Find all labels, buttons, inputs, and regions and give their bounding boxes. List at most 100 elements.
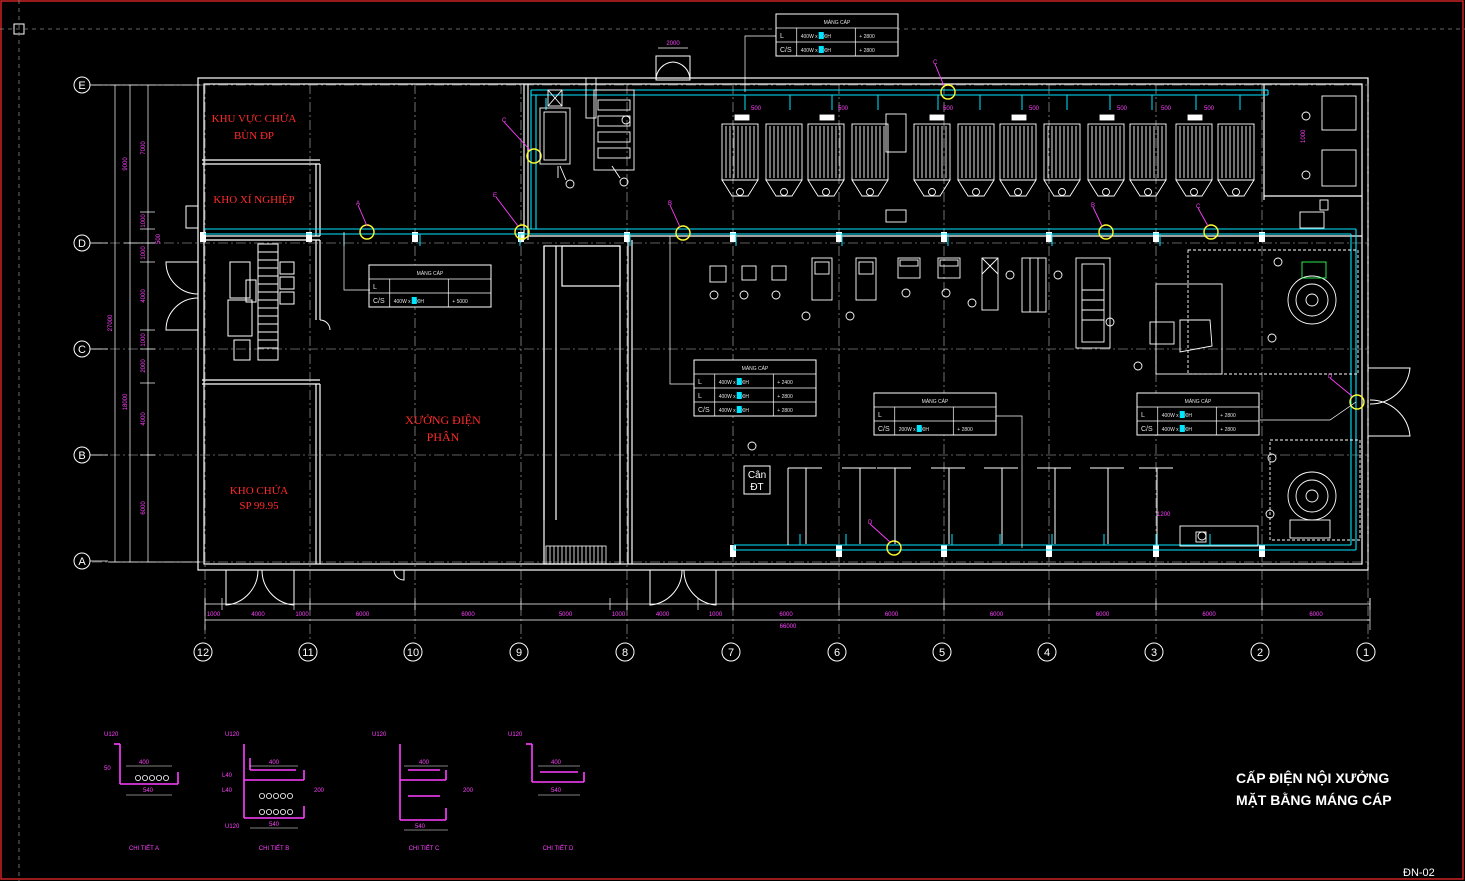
schedule-title: MÁNG CÁP — [742, 365, 769, 372]
svg-text:18000: 18000 — [123, 393, 129, 410]
schedule-title: MÁNG CÁP — [922, 398, 949, 405]
tank-hopper — [1217, 179, 1255, 197]
tank — [913, 123, 951, 181]
section-marker-label: C — [933, 60, 938, 66]
schedule-marker — [1179, 411, 1185, 418]
schedule-type: C/S — [698, 407, 710, 414]
tray-dimension-label: 500 — [1161, 106, 1172, 112]
column-bubble-label: 10 — [407, 647, 419, 659]
bottom-dim-label: 4000 — [251, 612, 265, 618]
schedule-elevation: + 5000 — [452, 299, 468, 305]
tank-tag — [1102, 188, 1110, 196]
left-dimensions: 27000 9000 18000 7000 1000 1000 4000 100… — [108, 141, 162, 515]
tray-dimension-label: 500 — [1117, 106, 1128, 112]
room-label: KHU VỰC CHỨA — [212, 113, 297, 125]
tank-hopper — [721, 179, 759, 197]
tray-dimension-label: 1000 — [1301, 129, 1307, 143]
svg-text:9000: 9000 — [123, 157, 129, 171]
rotary-machines — [1187, 249, 1361, 541]
column-bubble-label: 4 — [1044, 647, 1050, 659]
schedule-type: C/S — [1141, 426, 1153, 433]
schedule-size: 200W x 100H — [899, 427, 930, 433]
detail-dim: 400 — [551, 760, 562, 766]
schedule-marker — [736, 392, 742, 399]
row-bubble-label: B — [78, 450, 85, 462]
tank — [1087, 123, 1125, 181]
detail-dim: 200 — [463, 788, 474, 794]
schedule-size: 400W x 100H — [719, 380, 750, 386]
schedule-elevation: + 2800 — [777, 408, 793, 414]
cable — [272, 809, 279, 816]
tank-tag — [736, 188, 744, 196]
schedule-leaders — [343, 35, 1357, 548]
column-bubble — [403, 642, 423, 662]
detail-caption: CHI TIẾT B — [259, 845, 289, 852]
columns — [200, 232, 1265, 557]
column-bubble-label: 7 — [728, 647, 734, 659]
tank-bar — [819, 114, 835, 121]
row-bubble-label: A — [78, 556, 86, 568]
schedule-elevation: + 2800 — [1220, 427, 1236, 433]
tank — [851, 123, 889, 181]
cable — [279, 809, 286, 816]
bottom-dim-label: 5000 — [559, 612, 573, 618]
electrolysis-tanks — [721, 114, 1255, 197]
column-bubble-label: 6 — [834, 647, 840, 659]
svg-text:27000: 27000 — [108, 314, 114, 331]
tank-tag — [1058, 188, 1066, 196]
racks — [787, 467, 1173, 545]
column-bubble — [193, 642, 213, 662]
column-bubble-label: 3 — [1151, 647, 1157, 659]
schedule-frame — [873, 392, 997, 436]
machines-top-left — [539, 77, 635, 189]
tray-dimension-label: 500 — [943, 106, 954, 112]
tank-hopper — [999, 179, 1037, 197]
tank — [1043, 123, 1081, 181]
bottom-dim-label: 6000 — [990, 612, 1004, 618]
kho-equipment — [227, 243, 295, 361]
schedule-size: 400W x 100H — [801, 48, 832, 54]
tank-hopper — [913, 179, 951, 197]
detail-dim: U120 — [372, 732, 387, 738]
schedule-marker — [736, 378, 742, 385]
row-bubble-label: C — [78, 344, 86, 356]
detail-dim: 540 — [143, 788, 154, 794]
tank-bar — [734, 114, 750, 121]
cable — [258, 793, 265, 800]
section-marker-label: B — [668, 201, 672, 207]
section-marker-label: C — [1196, 204, 1201, 210]
column-bubble — [827, 642, 847, 662]
tank — [999, 123, 1037, 181]
detail-dim: 400 — [269, 760, 280, 766]
tank — [1217, 123, 1255, 181]
column-bubble-label: 5 — [939, 647, 945, 659]
tank-hopper — [807, 179, 845, 197]
tank-bar — [1011, 114, 1027, 121]
schedule-elevation: + 2800 — [957, 427, 973, 433]
tray-dimension-label: 500 — [838, 106, 849, 112]
cable — [162, 775, 169, 782]
section-marker-label: E — [493, 193, 497, 199]
room-label: XƯỞNG ĐIỆN — [405, 413, 481, 427]
tank-hopper — [851, 179, 889, 197]
detail-dim: L40 — [222, 788, 233, 794]
title-line-2: MẶT BẰNG MÁNG CÁP — [1236, 791, 1392, 808]
schedule-frame — [368, 264, 492, 308]
bottom-dim-label: 1000 — [612, 612, 626, 618]
schedule-type: C/S — [878, 426, 890, 433]
schedule-size: 400W x 100H — [1162, 427, 1193, 433]
drawing-title: CẤP ĐIỆN NỘI XƯỞNG MẶT BẰNG MÁNG CÁP ĐN-… — [1236, 769, 1435, 879]
schedule-marker — [736, 406, 742, 413]
detail-dim: 200 — [314, 788, 325, 794]
sheet-number: ĐN-02 — [1403, 867, 1435, 879]
doors — [165, 55, 1411, 606]
cable — [272, 793, 279, 800]
process-equipment — [709, 95, 1357, 547]
tank-hopper — [1087, 179, 1125, 197]
column-bubble — [932, 642, 952, 662]
scale-box: Cân ĐT — [743, 465, 771, 495]
